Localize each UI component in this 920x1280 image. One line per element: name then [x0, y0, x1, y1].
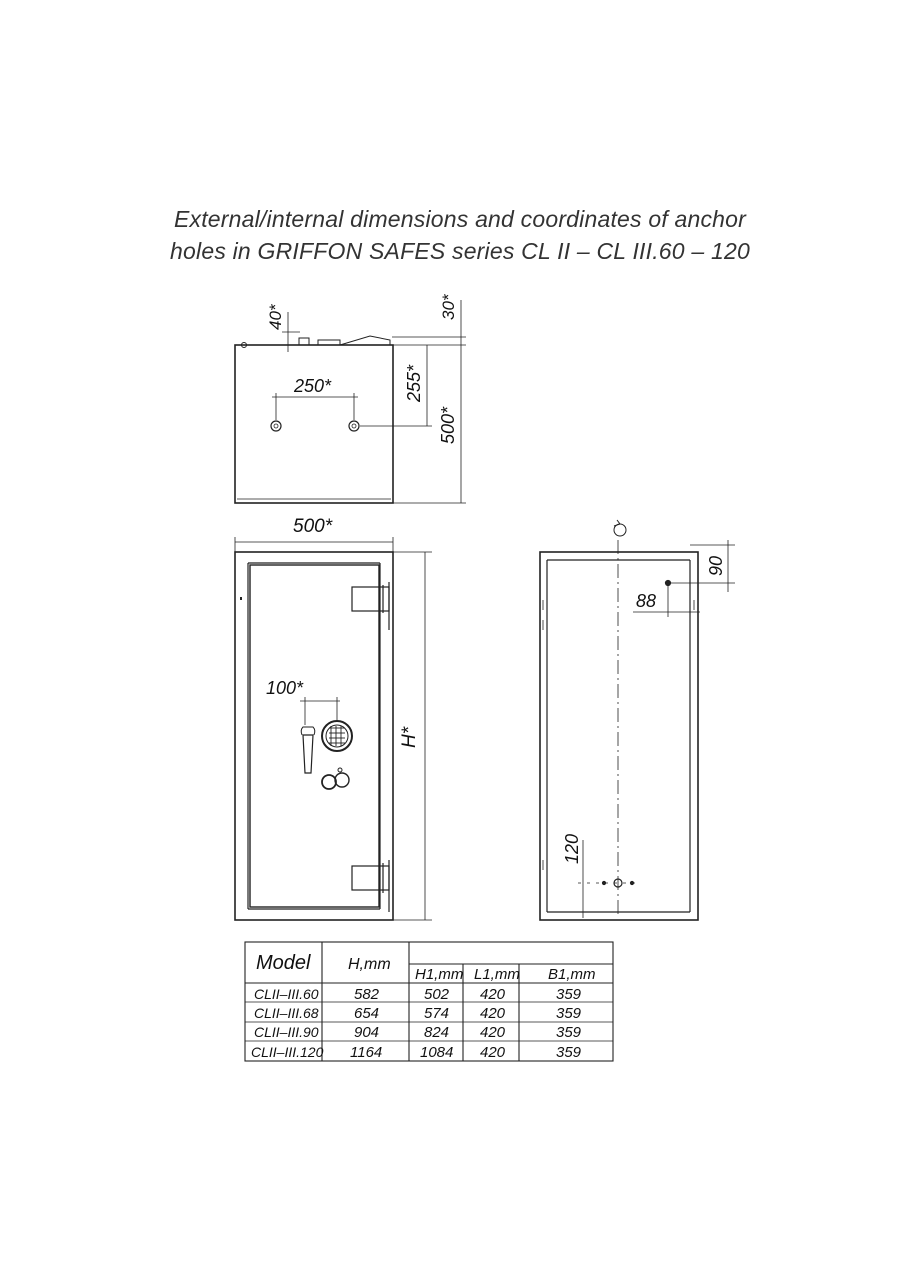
- table-header-b1: B1,mm: [548, 966, 596, 983]
- table-cell-h: 904: [354, 1024, 379, 1041]
- title-line-1: External/internal dimensions and coordin…: [173, 206, 747, 232]
- table-cell-h1: 574: [424, 1005, 449, 1022]
- dim-40: 40*: [266, 303, 285, 330]
- table-cell-h1: 824: [424, 1024, 449, 1041]
- table-header-h: H,mm: [348, 956, 391, 973]
- top-anchor-hole-left: [270, 420, 282, 432]
- table-cell-b1: 359: [556, 1024, 582, 1041]
- front-view: [234, 537, 432, 921]
- table-row: CLII–III.68 654 574 420 359: [254, 1005, 582, 1022]
- table-cell-h1: 1084: [420, 1044, 453, 1061]
- dim-90: 90: [706, 556, 726, 576]
- dim-100: 100*: [266, 678, 304, 698]
- front-view-body: [234, 551, 394, 921]
- table-cell-b1: 359: [556, 1005, 582, 1022]
- table-cell-h: 1164: [350, 1044, 382, 1061]
- table-cell-h: 582: [354, 986, 380, 1003]
- interior-view: [539, 519, 735, 921]
- dim-30: 30*: [439, 293, 458, 320]
- interior-view-body: [539, 551, 699, 921]
- table-cell-l1: 420: [480, 1005, 506, 1022]
- table-cell-model: CLII–III.68: [254, 1005, 319, 1021]
- door: [249, 564, 380, 908]
- dim-255: 255*: [404, 364, 424, 403]
- top-view: [234, 300, 466, 504]
- top-handle: [317, 339, 341, 346]
- title-line-2: holes in GRIFFON SAFES series CL II – CL…: [170, 238, 750, 264]
- dim-width-500: 500*: [293, 516, 333, 537]
- table-row: CLII–III.60 582 502 420 359: [254, 986, 582, 1003]
- table-cell-b1: 359: [556, 1044, 582, 1061]
- table-cell-l1: 420: [480, 1044, 506, 1061]
- table-header-model: Model: [256, 952, 311, 974]
- table-cell-model: CLII–III.60: [254, 986, 319, 1002]
- dim-250: 250*: [293, 376, 332, 396]
- door-handle: [302, 734, 314, 774]
- table-cell-b1: 359: [556, 986, 582, 1003]
- interior-anchor-hole-top: [664, 579, 672, 587]
- table-header-h1: H1,mm: [415, 966, 463, 983]
- table-cell-model: CLII–III.120: [251, 1044, 324, 1060]
- dim-120: 120: [562, 834, 582, 864]
- key-lock: [321, 774, 337, 790]
- dim-height-h: H*: [399, 726, 420, 748]
- table-row: CLII–III.90 904 824 420 359: [254, 1024, 582, 1041]
- dimensions-table: [244, 941, 614, 1062]
- table-cell-h1: 502: [424, 986, 450, 1003]
- table-cell-l1: 420: [480, 986, 506, 1003]
- dim-88: 88: [636, 591, 656, 611]
- table-cell-l1: 420: [480, 1024, 506, 1041]
- top-anchor-hole-right: [348, 420, 360, 432]
- table-cell-model: CLII–III.90: [254, 1024, 319, 1040]
- table-row: CLII–III.120 1164 1084 420 359: [251, 1044, 582, 1061]
- interior-anchor-hole-bottom: [613, 878, 623, 888]
- table-header-l1: L1,mm: [474, 966, 520, 983]
- top-view-body: [234, 344, 394, 504]
- table-cell-h: 654: [354, 1005, 379, 1022]
- dim-500-depth: 500*: [438, 406, 458, 444]
- electronic-keypad: [321, 720, 353, 752]
